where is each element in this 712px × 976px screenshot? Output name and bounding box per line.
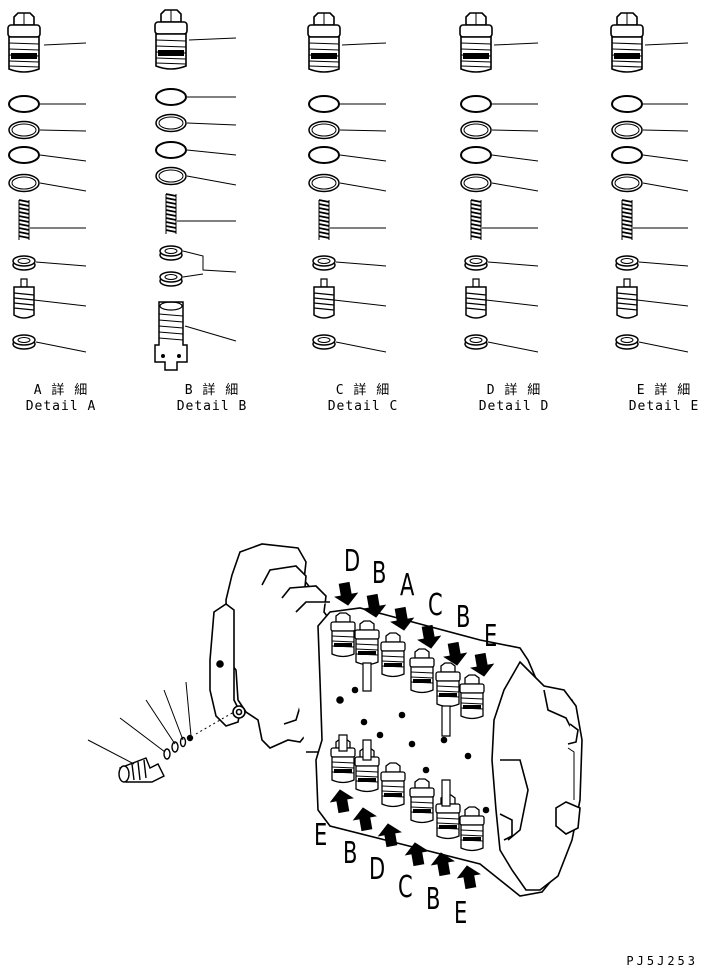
arrow-label-bottom: C	[398, 870, 413, 905]
caption-jp: E 詳 細	[636, 383, 692, 398]
leader-lines	[30, 38, 688, 352]
caption-en: Detail A	[25, 399, 97, 414]
arrow-label-top: B	[456, 600, 471, 635]
caption-detail-b: B 詳 細 Detail B	[157, 383, 267, 415]
arrow-label-top: A	[400, 568, 415, 603]
detail-d-parts	[459, 12, 493, 350]
arrow-label-bottom: D	[369, 852, 386, 887]
valve-block-assembly	[210, 544, 582, 896]
caption-en: Detail B	[176, 399, 248, 414]
caption-detail-e: E 詳 細 Detail E	[609, 383, 712, 415]
caption-jp: D 詳 細	[486, 383, 542, 398]
exploded-plug	[88, 682, 234, 782]
installed-cartridges-top	[330, 612, 485, 736]
caption-en: Detail C	[327, 399, 399, 414]
arrow-label-bottom: E	[314, 818, 328, 853]
caption-jp: B 詳 細	[184, 383, 240, 398]
arrow-label-bottom: B	[426, 882, 441, 917]
installed-cartridges-bottom	[330, 735, 485, 852]
caption-en: Detail D	[478, 399, 550, 414]
detail-a-parts	[7, 12, 41, 350]
arrow-label-top: E	[484, 619, 498, 654]
arrow-label-bottom: B	[343, 836, 358, 871]
caption-jp: A 詳 細	[33, 383, 89, 398]
caption-detail-a: A 詳 細 Detail A	[6, 383, 116, 415]
caption-detail-c: C 詳 細 Detail C	[308, 383, 418, 415]
caption-en: Detail E	[628, 399, 700, 414]
detail-e-parts	[610, 12, 644, 350]
arrow-label-bottom: E	[454, 896, 468, 931]
arrow-label-top: B	[372, 556, 387, 591]
caption-jp: C 詳 細	[335, 383, 391, 398]
arrow-label-top: D	[344, 544, 361, 579]
detail-b-parts	[154, 9, 188, 370]
detail-c-parts	[307, 12, 341, 350]
caption-detail-d: D 詳 細 Detail D	[459, 383, 569, 415]
arrow-label-top: C	[428, 588, 443, 623]
drawing-code: PJ5J253	[626, 954, 698, 968]
